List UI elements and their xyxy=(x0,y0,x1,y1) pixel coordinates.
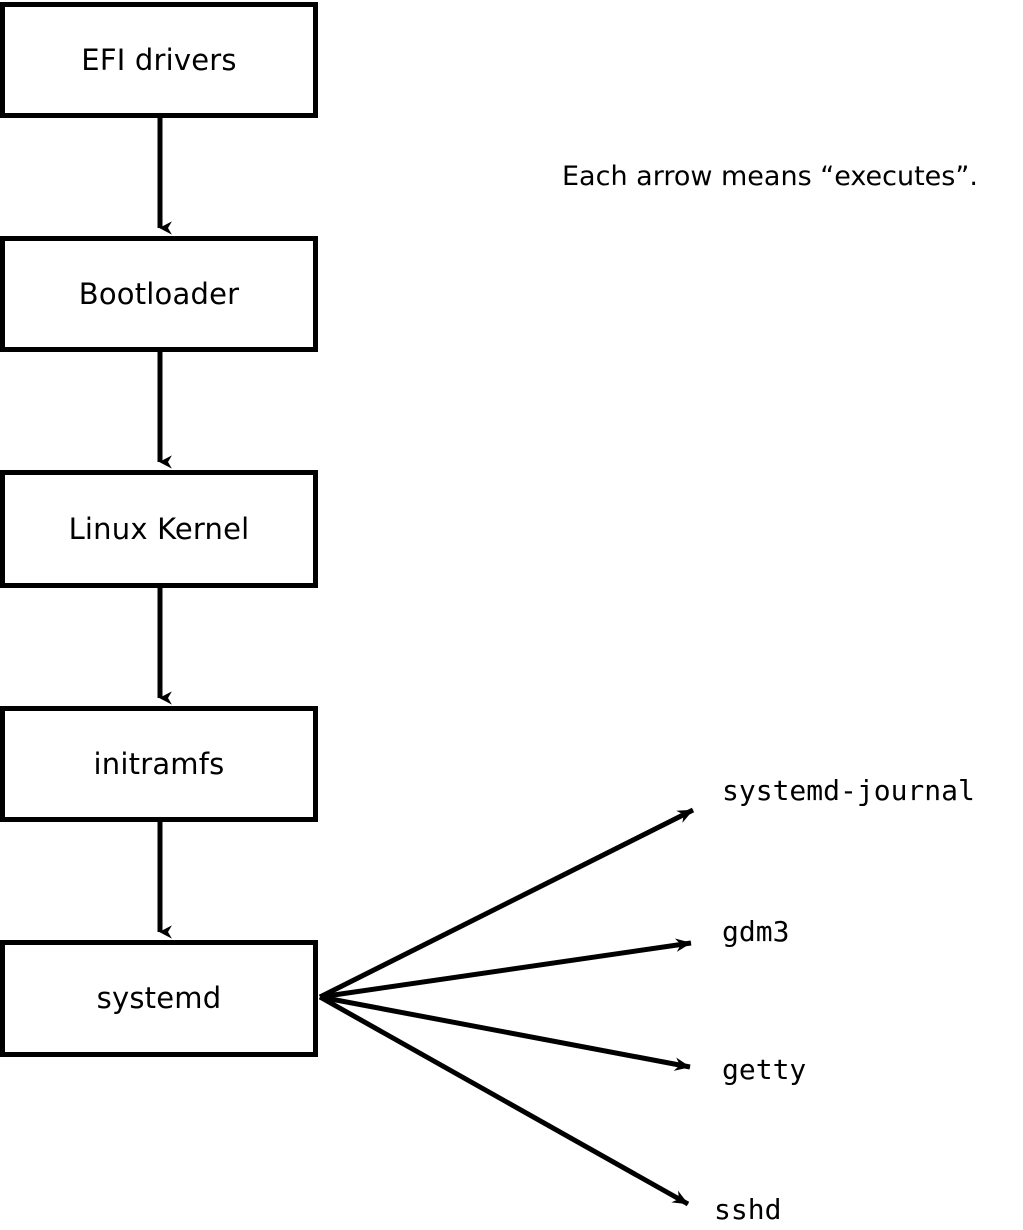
stage-box-linux-kernel[interactable]: Linux Kernel xyxy=(0,470,318,588)
stage-label-linux-kernel: Linux Kernel xyxy=(68,511,250,546)
stage-box-initramfs[interactable]: initramfs xyxy=(0,706,318,822)
stage-label-efi-drivers: EFI drivers xyxy=(81,42,237,77)
stage-label-initramfs: initramfs xyxy=(93,746,225,781)
stage-box-bootloader[interactable]: Bootloader xyxy=(0,236,318,352)
stage-label-systemd: systemd xyxy=(96,981,222,1015)
stage-box-systemd[interactable]: systemd xyxy=(0,940,318,1057)
arrow-systemd-to-gdm3 xyxy=(319,938,692,1000)
service-label-getty[interactable]: getty xyxy=(722,1053,807,1086)
diagram-caption: Each arrow means “executes”. xyxy=(562,161,978,192)
arrow-systemd-to-systemd-journal xyxy=(318,807,695,1000)
arrow-systemd-to-getty xyxy=(319,994,691,1071)
service-label-systemd-journal[interactable]: systemd-journal xyxy=(722,774,975,807)
arrow-systemd-to-sshd xyxy=(318,994,690,1207)
stage-label-bootloader: Bootloader xyxy=(78,276,240,311)
systemd-services-arrow-group xyxy=(318,807,695,1207)
service-label-sshd[interactable]: sshd xyxy=(714,1193,782,1226)
stage-box-efi-drivers[interactable]: EFI drivers xyxy=(0,2,318,118)
service-label-gdm3[interactable]: gdm3 xyxy=(722,915,790,948)
